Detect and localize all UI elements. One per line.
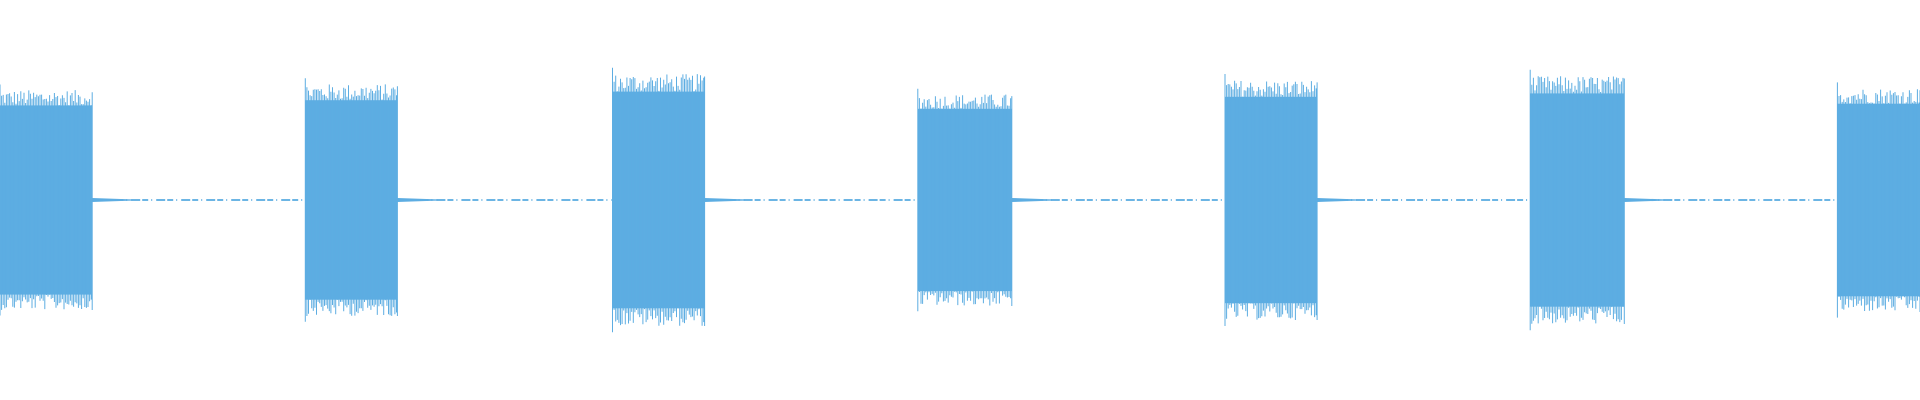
- waveform-burst-edge-1: [0, 84, 93, 316]
- waveform-burst-edge-4: [917, 88, 1013, 312]
- waveform-burst-edge-2: [304, 78, 398, 322]
- waveform-burst-edge-6: [1529, 69, 1625, 331]
- waveform-burst-edge-5: [1224, 74, 1318, 326]
- silence-group: [92, 198, 1838, 202]
- waveform-burst-edge-7: [1836, 82, 1920, 318]
- burst-group: [0, 67, 1920, 333]
